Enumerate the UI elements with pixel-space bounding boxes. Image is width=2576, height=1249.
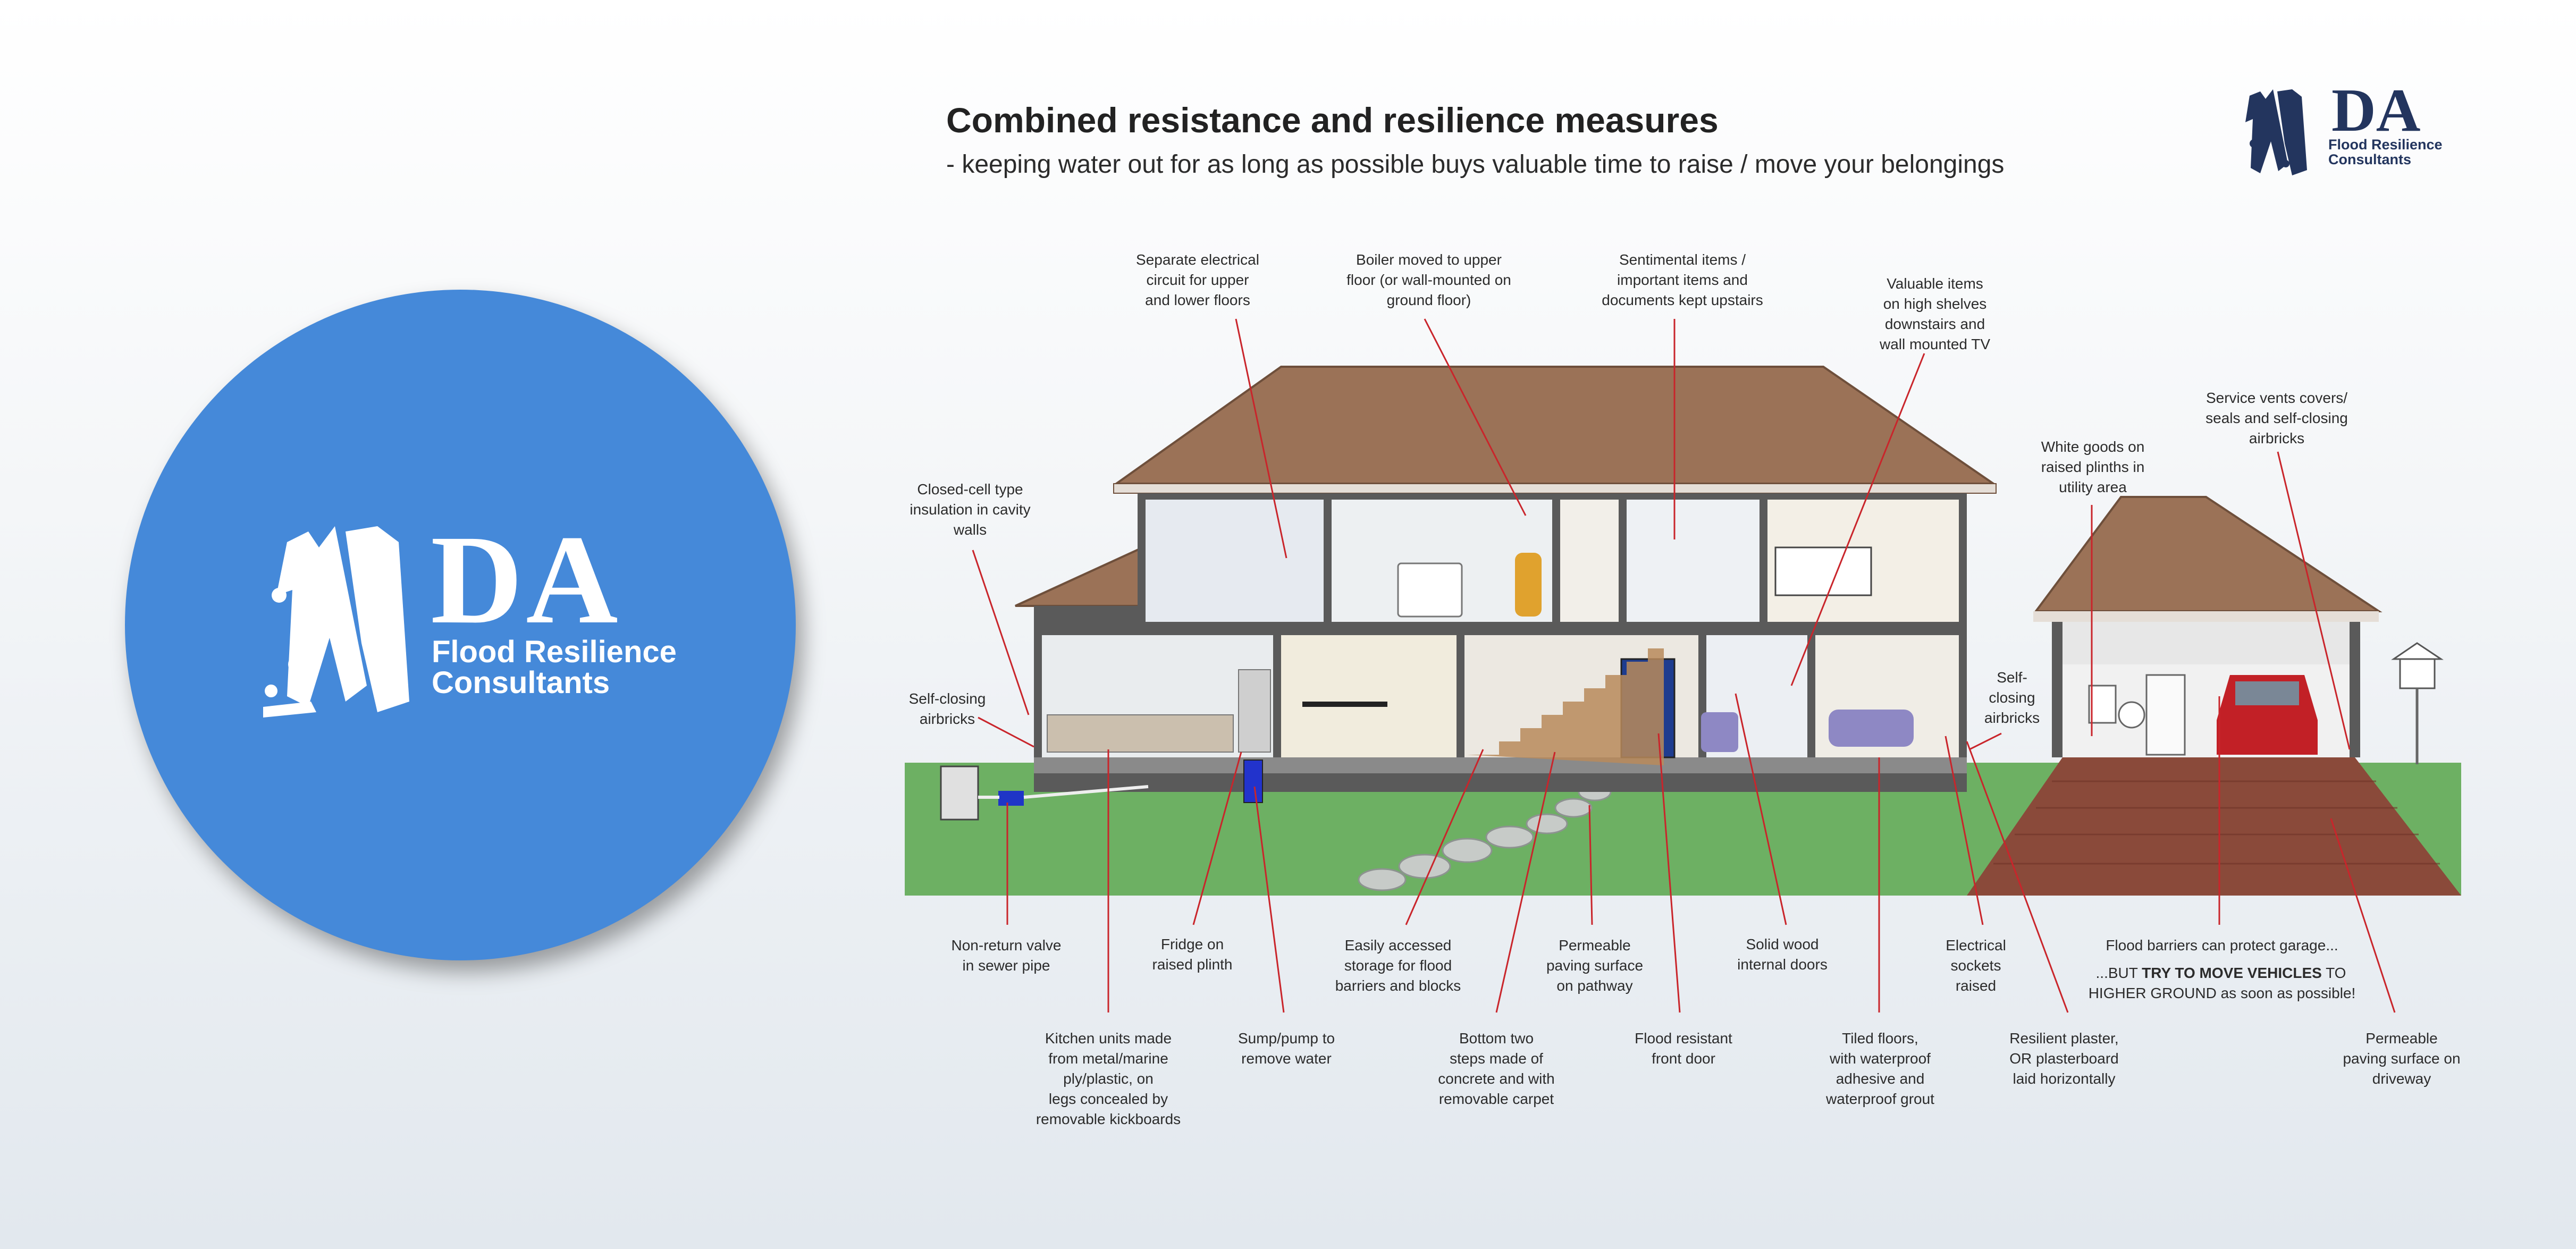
callout-garage-prefix: ...BUT xyxy=(2095,965,2142,981)
callout-valuable: Valuable items on high shelves downstair… xyxy=(1879,275,1991,352)
logo-name-line2: Consultants xyxy=(432,665,610,700)
callout-garage-suffix: TO xyxy=(2321,965,2346,981)
callout-sentimental: Sentimental items / important items and … xyxy=(1602,251,1763,308)
callout-plaster: Resilient plaster, OR plasterboard laid … xyxy=(2009,1030,2119,1087)
small-logo-name: Flood Resilience Consultants xyxy=(2328,137,2443,167)
callout-paving-drive: Permeable paving surface on driveway xyxy=(2343,1030,2461,1087)
callout-garage-line1: Flood barriers can protect garage... xyxy=(2106,937,2338,953)
logo-name: Flood Resilience Consultants xyxy=(432,637,677,698)
logo-circle xyxy=(125,290,796,960)
small-logo-letters: DA xyxy=(2331,77,2421,145)
driveway xyxy=(1967,757,2461,896)
callout-kitchen: Kitchen units made from metal/marine ply… xyxy=(1036,1030,1181,1127)
callout-airbricks-right: Self- closing airbricks xyxy=(1984,669,2040,726)
logo-letters: DA xyxy=(431,509,621,650)
callout-airbricks-left: Self-closing airbricks xyxy=(908,690,986,727)
callout-sockets: Electrical sockets raised xyxy=(1946,937,2006,994)
callout-front-door: Flood resistant front door xyxy=(1635,1030,1732,1067)
callout-garage-line2: ...BUT TRY TO MOVE VEHICLES TO xyxy=(2096,963,2346,983)
callout-non-return-valve: Non-return valve in sewer pipe xyxy=(951,937,1062,974)
page-title: Combined resistance and resilience measu… xyxy=(946,100,1719,140)
callout-tiled-floors: Tiled floors, with waterproof adhesive a… xyxy=(1826,1030,1934,1107)
callout-service-vents: Service vents covers/ seals and self-clo… xyxy=(2205,390,2348,446)
callout-insulation: Closed-cell type insulation in cavity wa… xyxy=(910,481,1031,538)
callout-storage: Easily accessed storage for flood barrie… xyxy=(1335,937,1461,994)
callout-paving-path: Permeable paving surface on pathway xyxy=(1546,937,1644,994)
callout-boiler: Boiler moved to upper floor (or wall-mou… xyxy=(1346,251,1511,308)
callout-sump: Sump/pump to remove water xyxy=(1238,1030,1335,1067)
callout-fridge: Fridge on raised plinth xyxy=(1152,936,1233,973)
callout-garage-bold: TRY TO MOVE VEHICLES xyxy=(2142,965,2322,981)
logo-name-line1: Flood Resilience xyxy=(432,635,677,669)
small-logo-name-line1: Flood Resilience xyxy=(2328,137,2443,153)
small-logo-name-line2: Consultants xyxy=(2328,151,2412,168)
callout-solid-doors: Solid wood internal doors xyxy=(1737,936,1828,973)
callout-white-goods: White goods on raised plinths in utility… xyxy=(2041,438,2145,495)
callout-garage-line3: HIGHER GROUND as soon as possible! xyxy=(2088,985,2356,1001)
page-subtitle: - keeping water out for as long as possi… xyxy=(946,150,2005,179)
callout-steps: Bottom two steps made of concrete and wi… xyxy=(1438,1030,1555,1107)
callout-separate-circuit: Separate electrical circuit for upper an… xyxy=(1136,251,1259,308)
sump-box xyxy=(1243,759,1263,803)
